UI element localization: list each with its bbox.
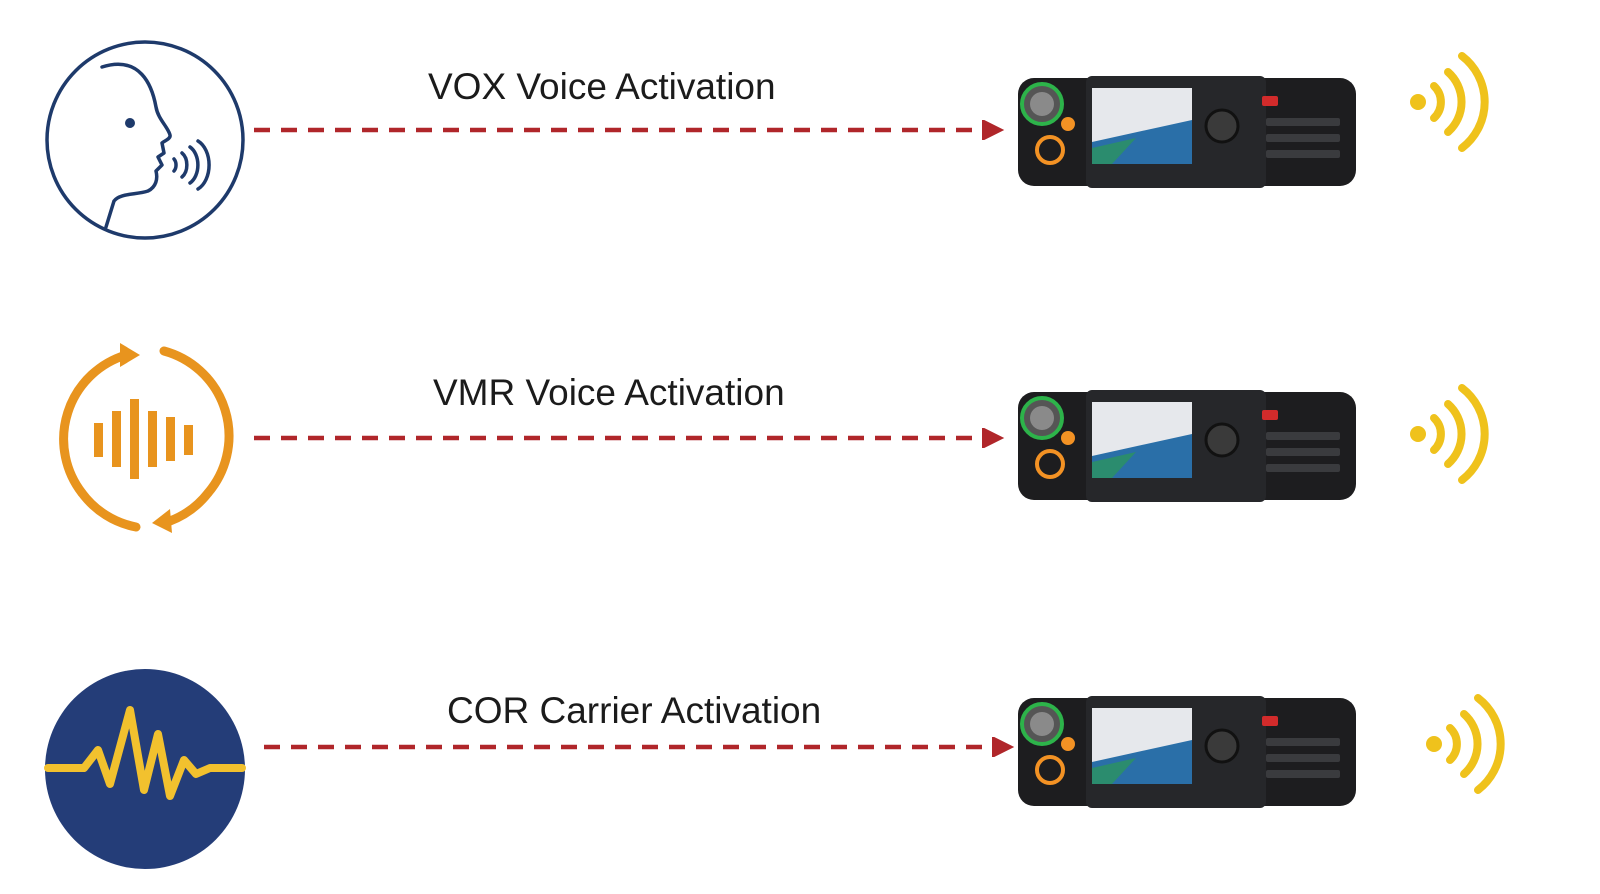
mobile-radio-icon xyxy=(1018,696,1356,808)
vmr-label: VMR Voice Activation xyxy=(433,372,785,413)
wireless-signal-icon xyxy=(1410,52,1489,152)
cor-arrow xyxy=(264,737,1015,757)
cor-label: COR Carrier Activation xyxy=(447,690,822,731)
wireless-signal-icon xyxy=(1410,384,1489,484)
carrier-waveform-icon xyxy=(44,669,246,869)
vox-label: VOX Voice Activation xyxy=(428,66,776,107)
vmr-arrow xyxy=(254,428,1005,448)
speaking-head-icon xyxy=(45,40,245,240)
wireless-signal-icon xyxy=(1426,694,1505,794)
mobile-radio-icon xyxy=(1018,76,1356,188)
vox-arrow xyxy=(254,120,1005,140)
cor-row: COR Carrier Activation xyxy=(0,616,1600,876)
vox-row: VOX Voice Activation xyxy=(0,0,1600,260)
mobile-radio-icon xyxy=(1018,390,1356,502)
vmr-row: VMR Voice Activation xyxy=(0,308,1600,568)
circular-audio-icon xyxy=(59,343,234,533)
